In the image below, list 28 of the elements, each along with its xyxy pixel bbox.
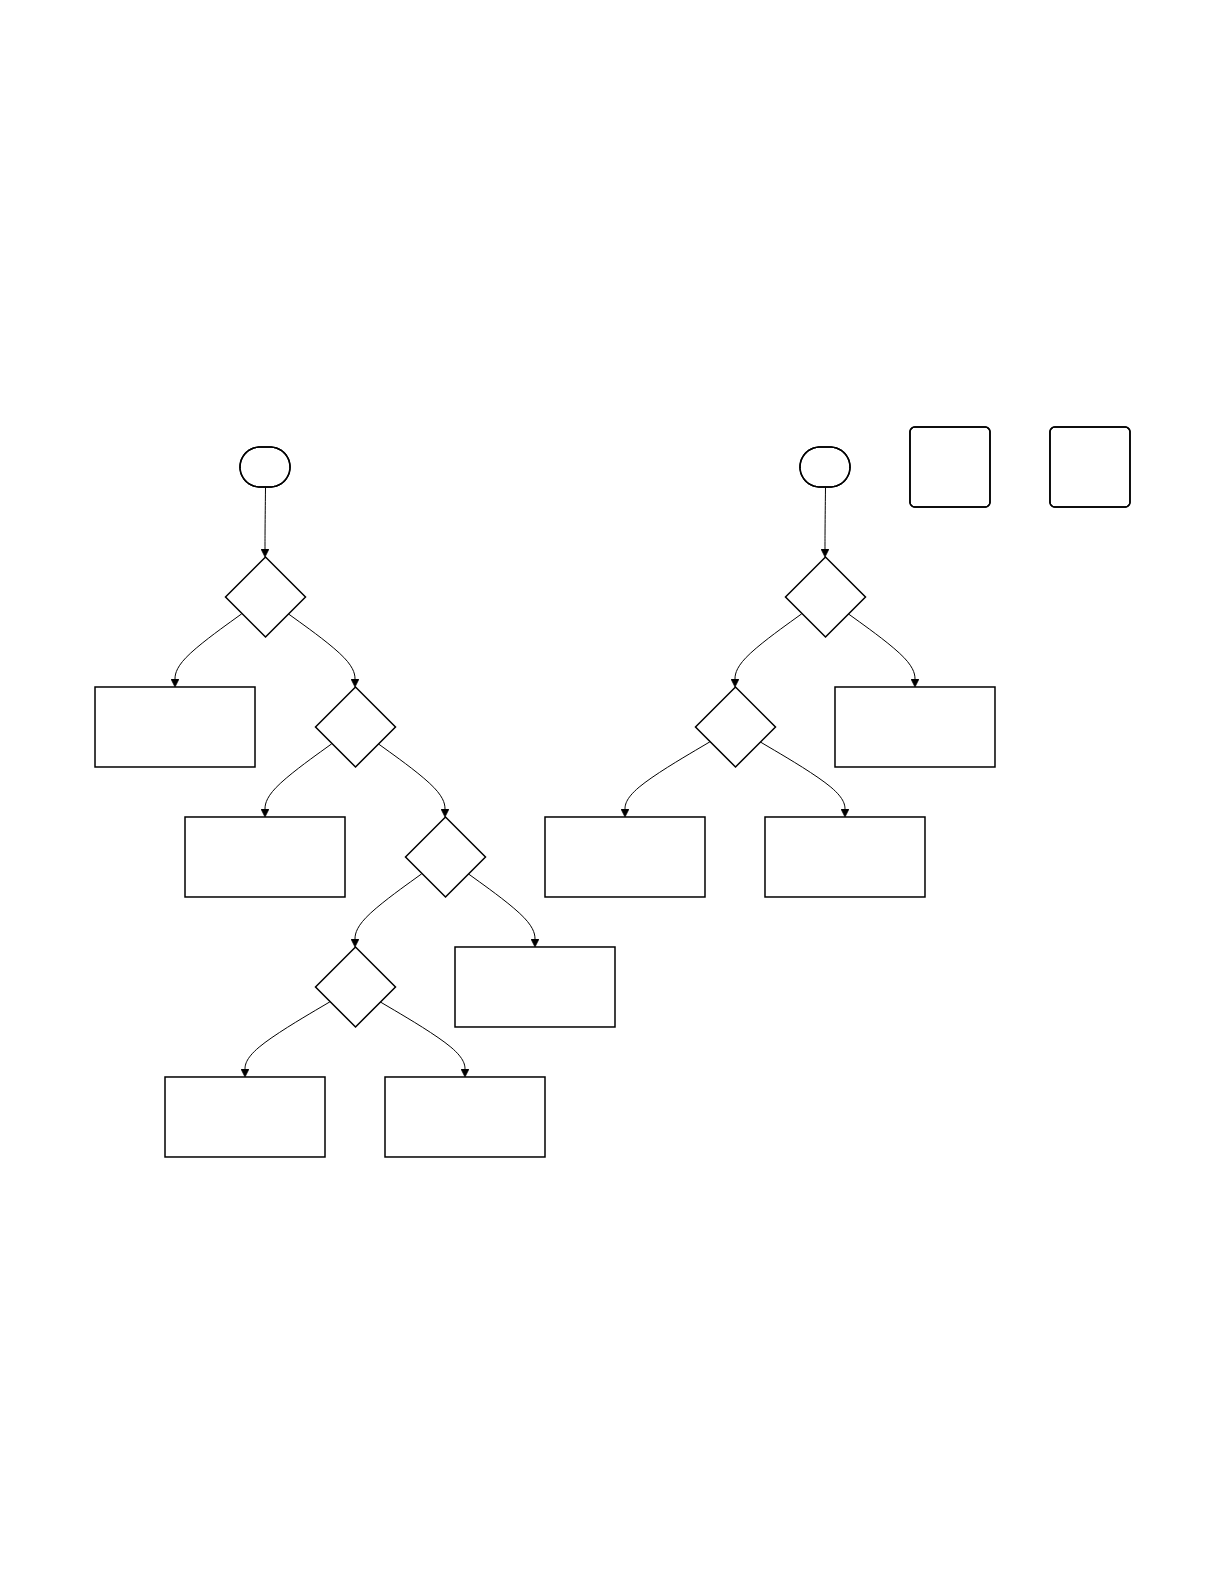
node-box [543,816,706,898]
arrow [467,873,539,948]
arrow [847,613,919,688]
arrow [287,613,359,688]
arrow [379,1001,469,1078]
arrow [730,613,802,688]
node-diamond [313,685,397,769]
node-diamond [693,685,777,769]
arrow [820,487,829,558]
arrow [260,743,332,818]
node-diamond [403,815,487,899]
node-diamond [223,555,307,639]
node-box [763,816,926,898]
node-box [833,686,996,768]
arrow [240,1001,330,1078]
node-diamond [313,945,397,1029]
node-box [383,1076,546,1158]
node-box [183,816,346,898]
arrow [170,613,242,688]
arrow [350,873,422,948]
node-box [453,946,616,1028]
node-box [93,686,256,768]
node-diamond [783,555,867,639]
node-box [163,1076,326,1158]
arrow [759,741,849,818]
arrow [260,487,269,558]
arrow [620,741,710,818]
arrow [377,743,449,818]
